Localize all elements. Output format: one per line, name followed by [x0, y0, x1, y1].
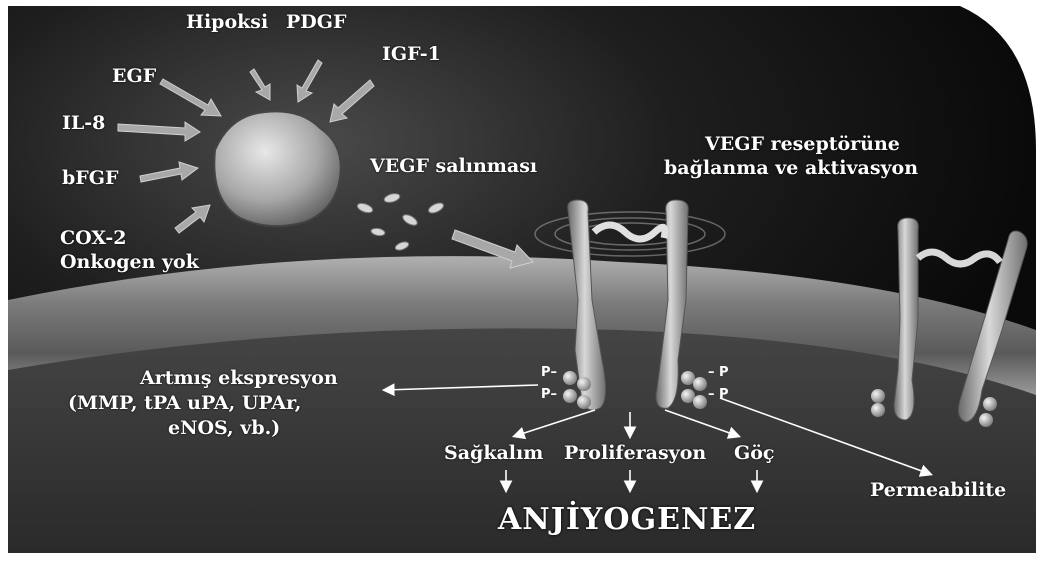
label-sagkalim: Sağkalım: [444, 443, 543, 465]
label-expression-line1: Artmış ekspresyon: [140, 368, 338, 390]
label-igf1: IGF-1: [382, 44, 441, 66]
label-vegf-release: VEGF salınması: [370, 156, 537, 178]
label-pdgf: PDGF: [286, 12, 346, 34]
label-hipoksi: Hipoksi: [186, 12, 268, 34]
label-receptor-line1: VEGF reseptörüne: [705, 134, 900, 156]
phospho-right-bottom: – P: [708, 387, 729, 402]
label-egf: EGF: [112, 66, 156, 88]
tumor-cell: [214, 111, 341, 226]
label-anjiyogenez: ANJİYOGENEZ: [498, 502, 756, 537]
phospho-left-bottom: P–: [541, 387, 557, 402]
label-goc: Göç: [734, 443, 774, 465]
label-bfgf: bFGF: [62, 168, 119, 190]
label-il8: IL-8: [62, 113, 105, 135]
phospho-left-top: P–: [541, 365, 557, 380]
phospho-right-top: – P: [708, 365, 729, 380]
label-proliferasyon: Proliferasyon: [564, 443, 706, 465]
label-expression-line2: (MMP, tPA uPA, UPAr,: [68, 393, 301, 415]
label-cox2: COX-2: [60, 228, 127, 250]
label-permeabilite: Permeabilite: [870, 480, 1006, 502]
label-onkogen: Onkogen yok: [60, 252, 199, 274]
label-expression-line3: eNOS, vb.): [168, 418, 280, 440]
label-receptor-line2: bağlanma ve aktivasyon: [664, 158, 918, 180]
